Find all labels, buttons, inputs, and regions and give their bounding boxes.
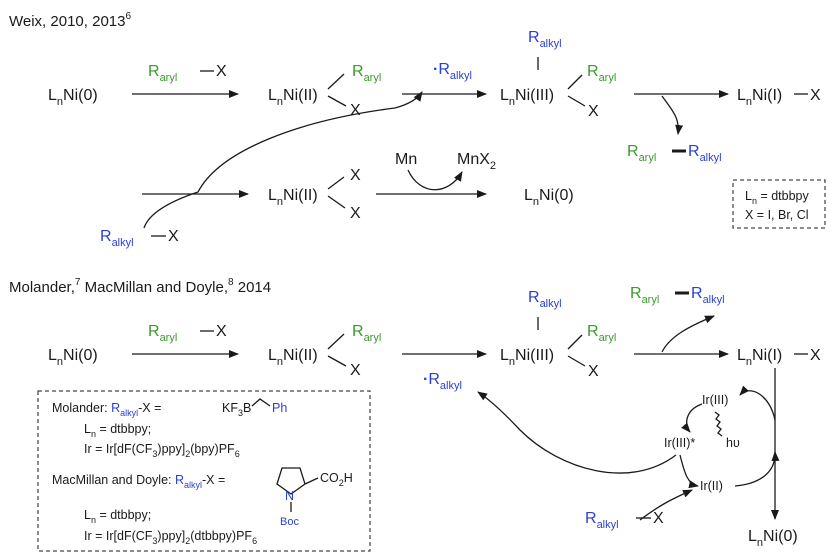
weix-ni2-complex: LnNi(II) bbox=[268, 87, 318, 108]
photo-box-boc: Boc bbox=[280, 516, 299, 528]
weix-header: Weix, 2010, 20136 bbox=[9, 11, 131, 30]
weix-ni3-complex: LnNi(III) bbox=[500, 87, 554, 108]
photo-box-molander-ligand: Ln = dtbbpy; bbox=[84, 422, 151, 439]
weix-mn: Mn bbox=[395, 151, 417, 168]
photo-ni2-complex: LnNi(II) bbox=[268, 347, 318, 368]
photoredox-section: Molander,7 MacMillan and Doyle,8 2014 Ln… bbox=[9, 277, 821, 552]
photo-ni1: LnNi(I) bbox=[737, 347, 782, 368]
weix-arrow-radical-generation bbox=[143, 91, 423, 229]
weix-conditions-halides: X = I, Br, Cl bbox=[745, 208, 809, 222]
photo-light-wavy-icon bbox=[714, 411, 723, 437]
photo-box-pyrrolidine-icon bbox=[276, 467, 306, 495]
weix-ni2x2-x2: X bbox=[350, 205, 361, 222]
photo-reagent-x: X bbox=[216, 323, 227, 340]
photo-ni3-x: X bbox=[588, 363, 599, 380]
photo-header: Molander,7 MacMillan and Doyle,8 2014 bbox=[9, 277, 271, 296]
photo-ni1-x: X bbox=[810, 347, 821, 364]
photo-box-macmillan-reagent: MacMillan and Doyle: Ralkyl-X = bbox=[52, 473, 225, 490]
weix-ni3-ralkyl: Ralkyl bbox=[528, 29, 562, 50]
weix-ralkyl-x: Ralkyl bbox=[100, 228, 134, 249]
weix-reagent-x: X bbox=[216, 63, 227, 80]
weix-ni2-raryl: Raryl bbox=[352, 63, 381, 84]
photo-product-alkyl: Ralkyl bbox=[691, 285, 725, 306]
weix-reagent-raryl: Raryl bbox=[148, 63, 177, 84]
photo-ni3-raryl: Raryl bbox=[587, 323, 616, 344]
photo-product-aryl: Raryl bbox=[630, 285, 659, 306]
photo-ralkyl-x: Ralkyl bbox=[585, 510, 619, 531]
weix-mnx2: MnX2 bbox=[457, 151, 496, 172]
weix-conditions-ligand: Ln = dtbbpy bbox=[745, 189, 809, 206]
photo-ni2-x: X bbox=[350, 362, 361, 379]
photo-hv: hυ bbox=[726, 436, 740, 450]
photo-box-kf3b: KF3B bbox=[222, 401, 251, 418]
photo-box-macmillan-catalyst: Ir = Ir[dF(CF3)ppy]2(dtbbpy)PF6 bbox=[84, 529, 257, 546]
weix-ni2-x: X bbox=[350, 102, 361, 119]
weix-product-alkyl: Ralkyl bbox=[688, 143, 722, 164]
photo-arrow-radical-generation bbox=[477, 391, 677, 474]
photo-box-ph: Ph bbox=[272, 401, 287, 415]
photo-ir3: Ir(III) bbox=[702, 393, 728, 407]
photo-box-macmillan-ligand: Ln = dtbbpy; bbox=[84, 508, 151, 525]
photo-ir2: Ir(II) bbox=[700, 479, 723, 493]
weix-ni3-raryl: Raryl bbox=[587, 63, 616, 84]
photo-radical: ·Ralkyl bbox=[423, 371, 462, 392]
weix-ralkyl-x-halide: X bbox=[168, 228, 179, 245]
weix-section: Weix, 2010, 20136 LnNi(0) Raryl X LnNi(I… bbox=[9, 11, 826, 249]
photo-box-molander-reagent: Molander: Ralkyl-X = bbox=[52, 401, 161, 418]
weix-ni0-end: LnNi(0) bbox=[524, 187, 574, 208]
weix-product-aryl: Raryl bbox=[627, 143, 656, 164]
weix-ni0-start: LnNi(0) bbox=[48, 87, 98, 108]
photo-box-benzyl-bond-icon bbox=[251, 398, 271, 407]
photo-ralkyl-x-halide: X bbox=[653, 510, 664, 527]
photo-reagent-raryl: Raryl bbox=[148, 323, 177, 344]
photo-ni3-complex: LnNi(III) bbox=[500, 347, 554, 368]
weix-ni2x2-x1: X bbox=[350, 167, 361, 184]
weix-ni1-x: X bbox=[810, 87, 821, 104]
photo-box-co2h: CO2H bbox=[320, 471, 353, 488]
photo-ni3-ralkyl: Ralkyl bbox=[528, 289, 562, 310]
photo-ni0-end: LnNi(0) bbox=[748, 528, 798, 549]
photo-ir3-star: Ir(III)* bbox=[664, 436, 695, 450]
photo-box-n: N bbox=[285, 489, 294, 503]
photo-conditions-box bbox=[37, 390, 371, 552]
photo-ni0-start: LnNi(0) bbox=[48, 347, 98, 368]
photo-ni2-raryl: Raryl bbox=[352, 323, 381, 344]
weix-radical: ·Ralkyl bbox=[433, 61, 472, 82]
weix-ni2x2: LnNi(II) bbox=[268, 187, 318, 208]
weix-ni1: LnNi(I) bbox=[737, 87, 782, 108]
photo-box-molander-catalyst: Ir = Ir[dF(CF3)ppy]2(bpy)PF6 bbox=[84, 442, 240, 459]
weix-conditions-box bbox=[732, 179, 826, 229]
weix-ni3-x: X bbox=[588, 103, 599, 120]
